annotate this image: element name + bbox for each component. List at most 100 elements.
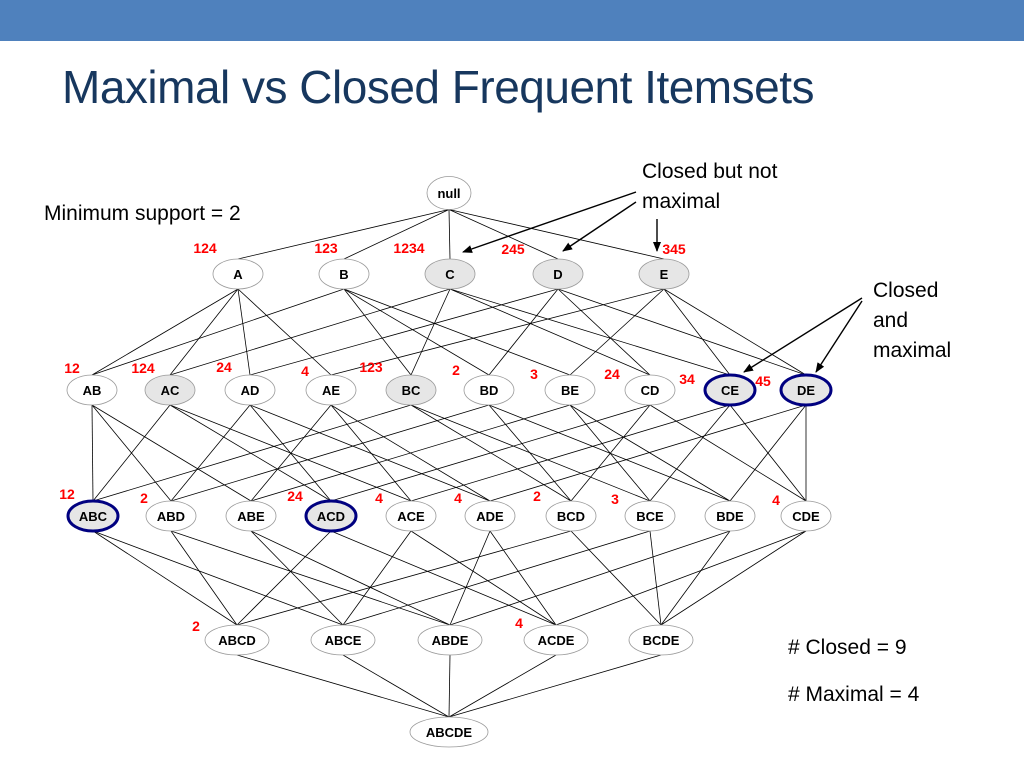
- node-ellipse: [426, 176, 472, 210]
- lattice-edge: [488, 288, 559, 376]
- node-ace: ACE: [385, 500, 437, 532]
- callout-line: Closed but not: [642, 160, 778, 183]
- lattice-edge: [342, 530, 412, 626]
- node-abde: ABDE: [417, 624, 483, 656]
- tid-label-bc: 123: [359, 359, 383, 375]
- lattice-edge: [170, 530, 238, 626]
- node-ellipse: [544, 374, 596, 406]
- lattice-edge: [489, 404, 807, 502]
- lattice-edge: [236, 654, 450, 718]
- lattice-edge: [92, 404, 412, 502]
- lattice-edge: [250, 530, 344, 626]
- lattice-edge: [410, 404, 731, 502]
- lattice-edge: [91, 288, 239, 376]
- node-ellipse: [318, 258, 370, 290]
- lattice-edge: [449, 530, 731, 626]
- node-ab: AB: [66, 374, 118, 406]
- maximal-count: # Maximal = 4: [788, 683, 920, 706]
- lattice-edge: [169, 288, 451, 376]
- lattice-edge: [449, 288, 731, 376]
- node-ellipse: [523, 624, 589, 656]
- node-de: DE: [779, 373, 833, 407]
- node-ellipse: [385, 374, 437, 406]
- tid-label-abd: 2: [140, 490, 148, 506]
- node-cde: CDE: [780, 500, 832, 532]
- lattice-edge: [91, 404, 94, 502]
- node-label: ABE: [237, 509, 265, 524]
- lattice-edge: [170, 404, 251, 502]
- lattice-edge: [448, 654, 662, 718]
- node-ellipse: [628, 624, 694, 656]
- node-abe: ABE: [225, 500, 277, 532]
- node-ellipse: [225, 500, 277, 532]
- minimum-support-label: Minimum support = 2: [44, 202, 241, 225]
- lattice-edge: [343, 288, 571, 376]
- node-ellipse: [638, 258, 690, 290]
- node-acde: ACDE: [523, 624, 589, 656]
- lattice-edge: [169, 288, 239, 376]
- lattice-edge: [555, 530, 807, 626]
- tid-label-ace: 4: [375, 490, 383, 506]
- tid-label-ade: 4: [454, 490, 462, 506]
- lattice-edge: [343, 209, 450, 260]
- lattice-edge: [410, 288, 451, 376]
- node-ellipse: [779, 373, 833, 407]
- node-bce: BCE: [624, 500, 676, 532]
- node-ade: ADE: [464, 500, 516, 532]
- lattice-edge: [448, 654, 557, 718]
- node-ellipse: [780, 500, 832, 532]
- node-label: BC: [402, 383, 421, 398]
- node-label: AD: [241, 383, 260, 398]
- lattice-edge: [91, 288, 345, 376]
- lattice-edge: [92, 404, 171, 502]
- lattice-edge: [448, 654, 451, 718]
- node-bcde: BCDE: [628, 624, 694, 656]
- node-ae: AE: [305, 374, 357, 406]
- top-accent-bar: [0, 0, 1024, 41]
- lattice-edge: [236, 530, 332, 626]
- lattice-edge: [91, 404, 252, 502]
- lattice-edge: [449, 530, 491, 626]
- node-label: null: [437, 186, 460, 201]
- node-null: null: [426, 176, 472, 210]
- lattice-edge: [343, 288, 412, 376]
- lattice-edge: [343, 288, 490, 376]
- node-label: ACDE: [538, 633, 575, 648]
- node-ellipse: [624, 500, 676, 532]
- node-d: D: [532, 258, 584, 290]
- node-ellipse: [304, 499, 358, 533]
- tid-label-d: 245: [501, 241, 525, 257]
- lattice-edge: [557, 288, 651, 376]
- node-label: ACD: [317, 509, 345, 524]
- node-ellipse: [144, 374, 196, 406]
- lattice-edge: [448, 209, 665, 260]
- lattice-edge: [170, 530, 451, 626]
- node-label: B: [339, 267, 348, 282]
- lattice-edge: [569, 404, 731, 502]
- lattice-edge: [570, 530, 662, 626]
- lattice-edge: [250, 404, 332, 502]
- tid-label-ad: 24: [216, 359, 232, 375]
- lattice-edge: [92, 530, 344, 626]
- node-ce: CE: [703, 373, 757, 407]
- slide-title: Maximal vs Closed Frequent Itemsets: [62, 61, 815, 113]
- node-label: BCD: [557, 509, 585, 524]
- tid-label-acde: 4: [515, 615, 523, 631]
- node-label: CDE: [792, 509, 820, 524]
- arrow-to-DE: [815, 300, 863, 373]
- node-bc: BC: [385, 374, 437, 406]
- node-ellipse: [463, 374, 515, 406]
- node-ellipse: [310, 624, 376, 656]
- callout-closed-and-maximal: Closed and maximal: [873, 276, 983, 366]
- node-ellipse: [212, 258, 264, 290]
- node-ellipse: [145, 500, 197, 532]
- lattice-edge: [250, 404, 571, 502]
- lattice-edge: [488, 404, 572, 502]
- node-cd: CD: [624, 374, 676, 406]
- lattice-edge: [729, 404, 807, 502]
- node-ellipse: [417, 624, 483, 656]
- node-ellipse: [66, 374, 118, 406]
- lattice-edge: [342, 530, 651, 626]
